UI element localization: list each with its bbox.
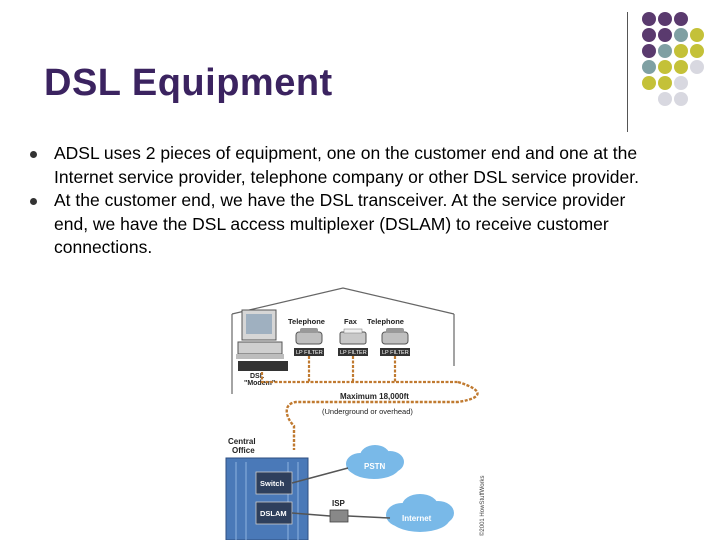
phone-line-wire [285, 380, 479, 450]
dsl-network-diagram: DSL "Modem" Telephone Fax Telephone LP F… [225, 287, 486, 540]
decor-dot [658, 92, 672, 106]
telephone-label: Telephone [288, 317, 325, 326]
house-wiring [260, 356, 458, 384]
telephone-label-2: Telephone [367, 317, 404, 326]
dsl-label: DSL [250, 373, 265, 380]
bullet-list: ADSL uses 2 pieces of equipment, one on … [30, 142, 640, 260]
divider-line [627, 12, 628, 132]
filter-label: LP FILTER [340, 350, 367, 356]
filter-label: LP FILTER [382, 350, 409, 356]
pstn-cloud-icon [346, 445, 404, 479]
isp-internet-link [347, 515, 391, 519]
central-label: Central [228, 437, 256, 446]
bullet-item: At the customer end, we have the DSL tra… [30, 189, 640, 260]
bullet-item: ADSL uses 2 pieces of equipment, one on … [30, 142, 640, 189]
fax-icon [339, 328, 367, 345]
decor-dot [658, 12, 672, 26]
dsl-modem-icon [238, 361, 288, 371]
decor-dot [658, 76, 672, 90]
decor-dot [642, 60, 656, 74]
decor-dot [674, 92, 688, 106]
credit-text: ©2001 HowStuffWorks [479, 475, 486, 536]
decorative-dot-grid [636, 10, 716, 106]
dslam-label: DSLAM [260, 509, 287, 518]
switch-label: Switch [260, 479, 285, 488]
office-label: Office [232, 446, 255, 455]
internet-label: Internet [402, 514, 432, 523]
decor-dot [674, 76, 688, 90]
telephone-icon-2 [381, 328, 409, 345]
lp-filter-icon [380, 348, 410, 356]
isp-label: ISP [332, 499, 346, 508]
lp-filter-icon [338, 348, 368, 356]
decor-dot [642, 12, 656, 26]
decor-dot [658, 44, 672, 58]
fax-label: Fax [344, 317, 358, 326]
decor-dot [674, 60, 688, 74]
decor-dot [642, 28, 656, 42]
decor-dot [674, 28, 688, 42]
decor-dot [674, 44, 688, 58]
pstn-label: PSTN [364, 462, 386, 471]
switch-pstn-link [291, 467, 349, 484]
decor-dot [690, 28, 704, 42]
decor-dot [674, 12, 688, 26]
computer-icon [236, 309, 284, 359]
telephone-icon [295, 328, 323, 345]
bullet-icon [30, 198, 37, 205]
bullet-text: At the customer end, we have the DSL tra… [54, 190, 626, 257]
decor-dot [690, 44, 704, 58]
distance-label: Maximum 18,000ft [340, 392, 409, 401]
dslam-isp-link [291, 512, 331, 517]
bullet-icon [30, 151, 37, 158]
isp-router-icon [329, 509, 349, 523]
decor-dot [690, 60, 704, 74]
filter-label: LP FILTER [296, 350, 323, 356]
decor-dot [642, 44, 656, 58]
decor-dot [658, 28, 672, 42]
slide-title: DSL Equipment [44, 62, 333, 104]
lp-filter-icon [294, 348, 324, 356]
bullet-text: ADSL uses 2 pieces of equipment, one on … [54, 143, 639, 187]
modem-label: "Modem" [244, 380, 275, 387]
decor-dot [642, 76, 656, 90]
house-outline [231, 287, 455, 394]
decor-dot [658, 60, 672, 74]
underground-label: (Underground or overhead) [322, 407, 413, 416]
central-office-building [225, 457, 309, 540]
internet-cloud-icon [386, 494, 454, 532]
